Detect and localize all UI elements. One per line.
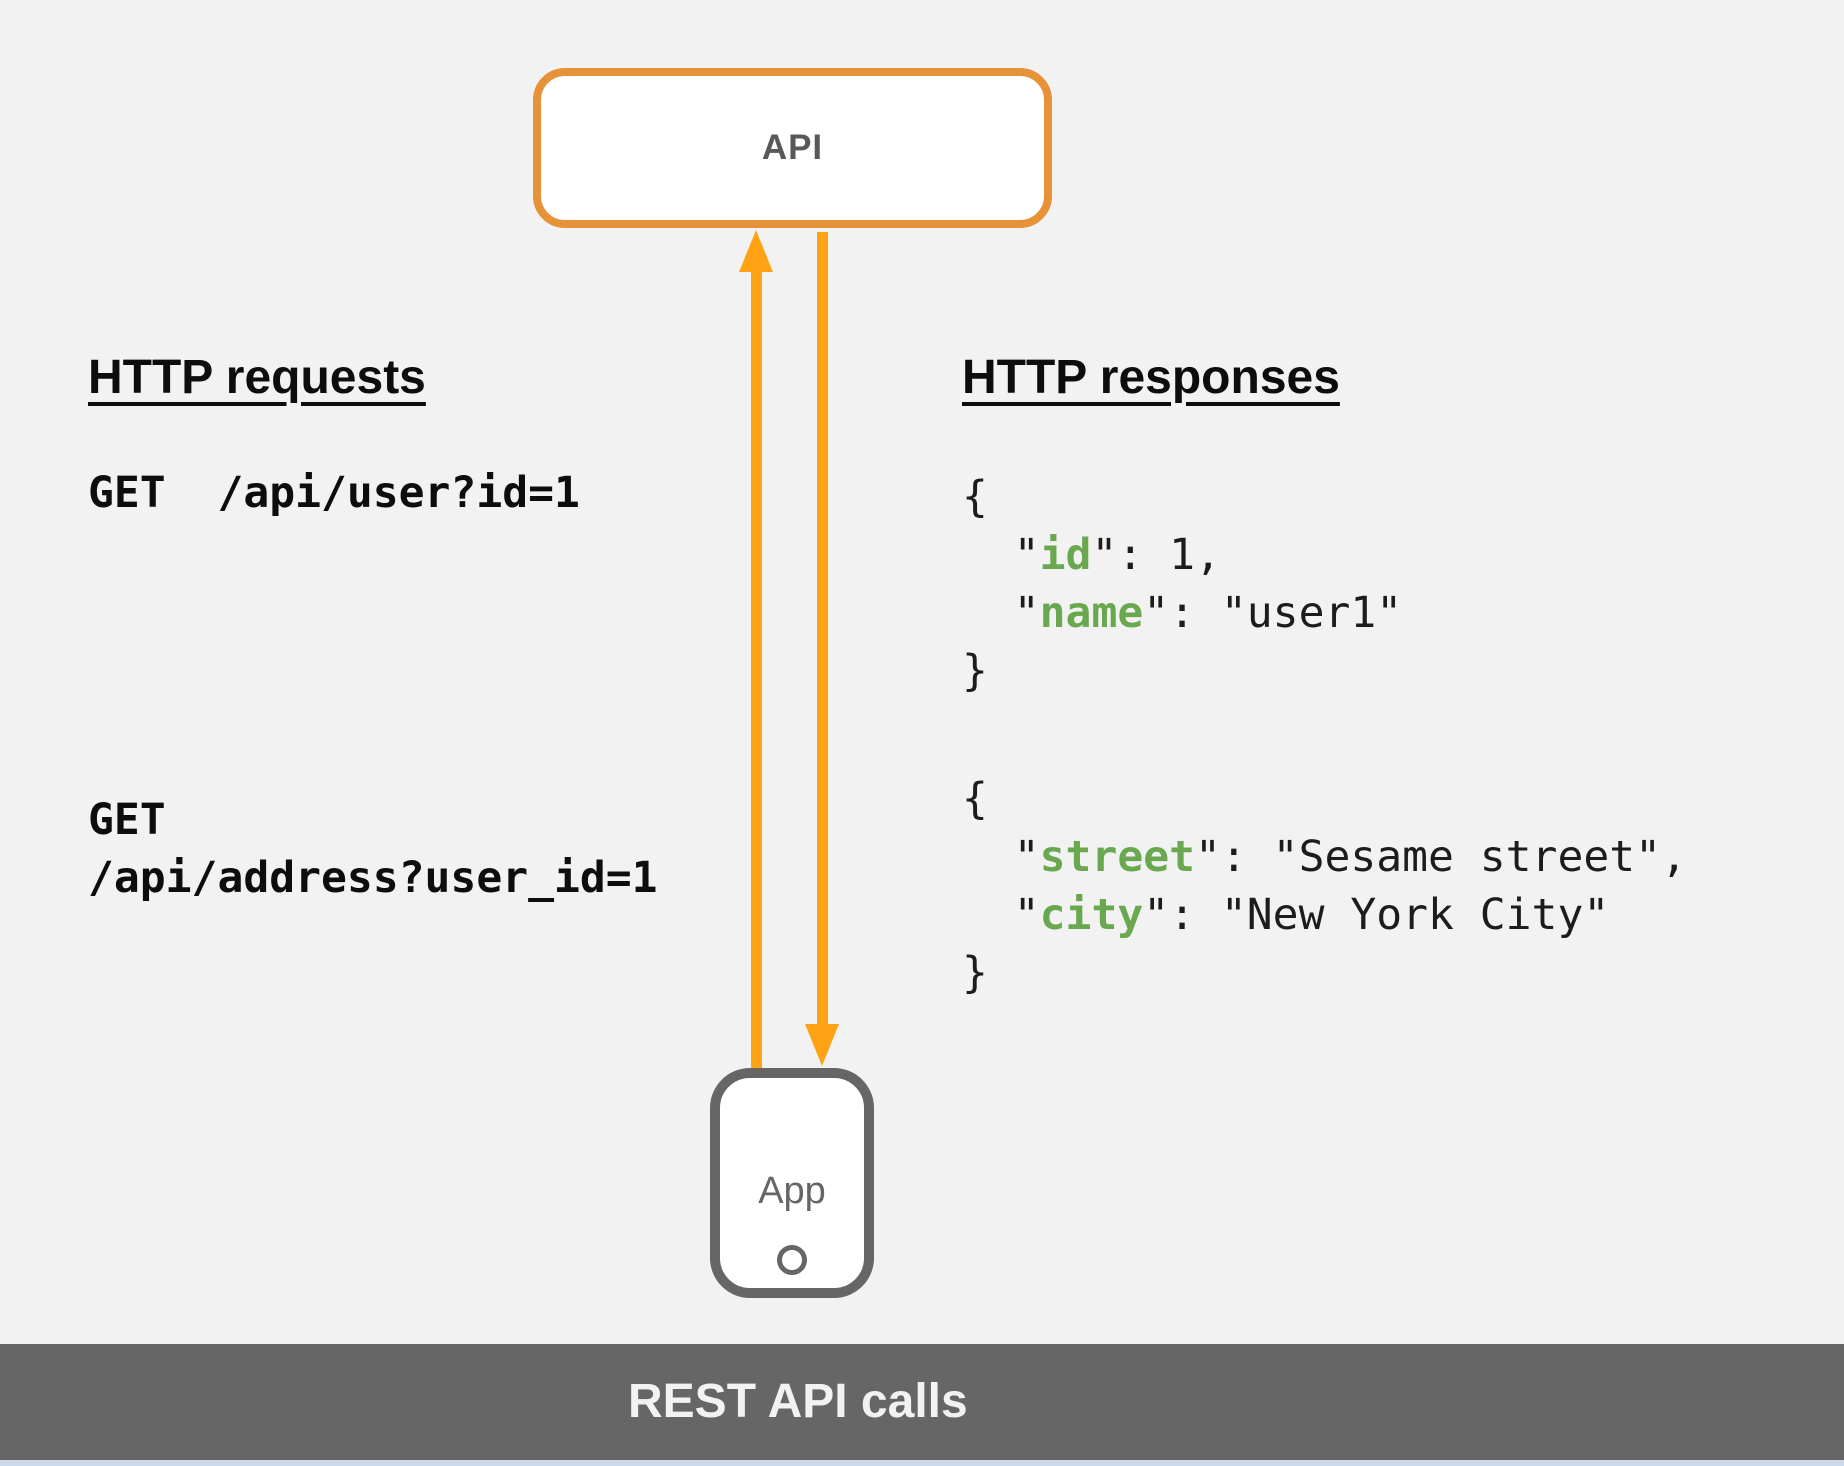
phone-home-button-icon [777, 1245, 807, 1275]
bottom-strip [0, 1460, 1844, 1466]
http-request-line: GET [88, 795, 166, 845]
http-request: GET /api/user?id=1 [88, 464, 658, 522]
json-response-address: { "street": "Sesame street", "city": "Ne… [962, 774, 1687, 998]
footer-bar [0, 1344, 1844, 1460]
json-response-user: { "id": 1, "name": "user1" } [962, 472, 1403, 696]
http-request-line: /api/address?user_id=1 [88, 853, 658, 903]
http-request-line: GET /api/user?id=1 [88, 468, 580, 518]
api-node-label: API [761, 128, 824, 167]
json-key: id [1039, 530, 1092, 580]
http-requests-heading: HTTP requests [88, 351, 426, 404]
app-node: App [710, 1068, 874, 1298]
json-key: name [1039, 588, 1144, 638]
http-request: GET/api/address?user_id=1 [88, 791, 658, 907]
response-arrow-head-icon [805, 1024, 839, 1066]
request-arrow-head-icon [739, 230, 773, 272]
footer-caption: REST API calls [628, 1375, 968, 1428]
api-node: API [533, 68, 1052, 228]
response-arrow-line [817, 232, 828, 1024]
json-key: street [1039, 832, 1196, 882]
app-node-label: App [758, 1170, 826, 1212]
http-responses-heading: HTTP responses [962, 351, 1340, 404]
request-arrow-line [751, 264, 762, 1070]
json-key: city [1039, 890, 1144, 940]
